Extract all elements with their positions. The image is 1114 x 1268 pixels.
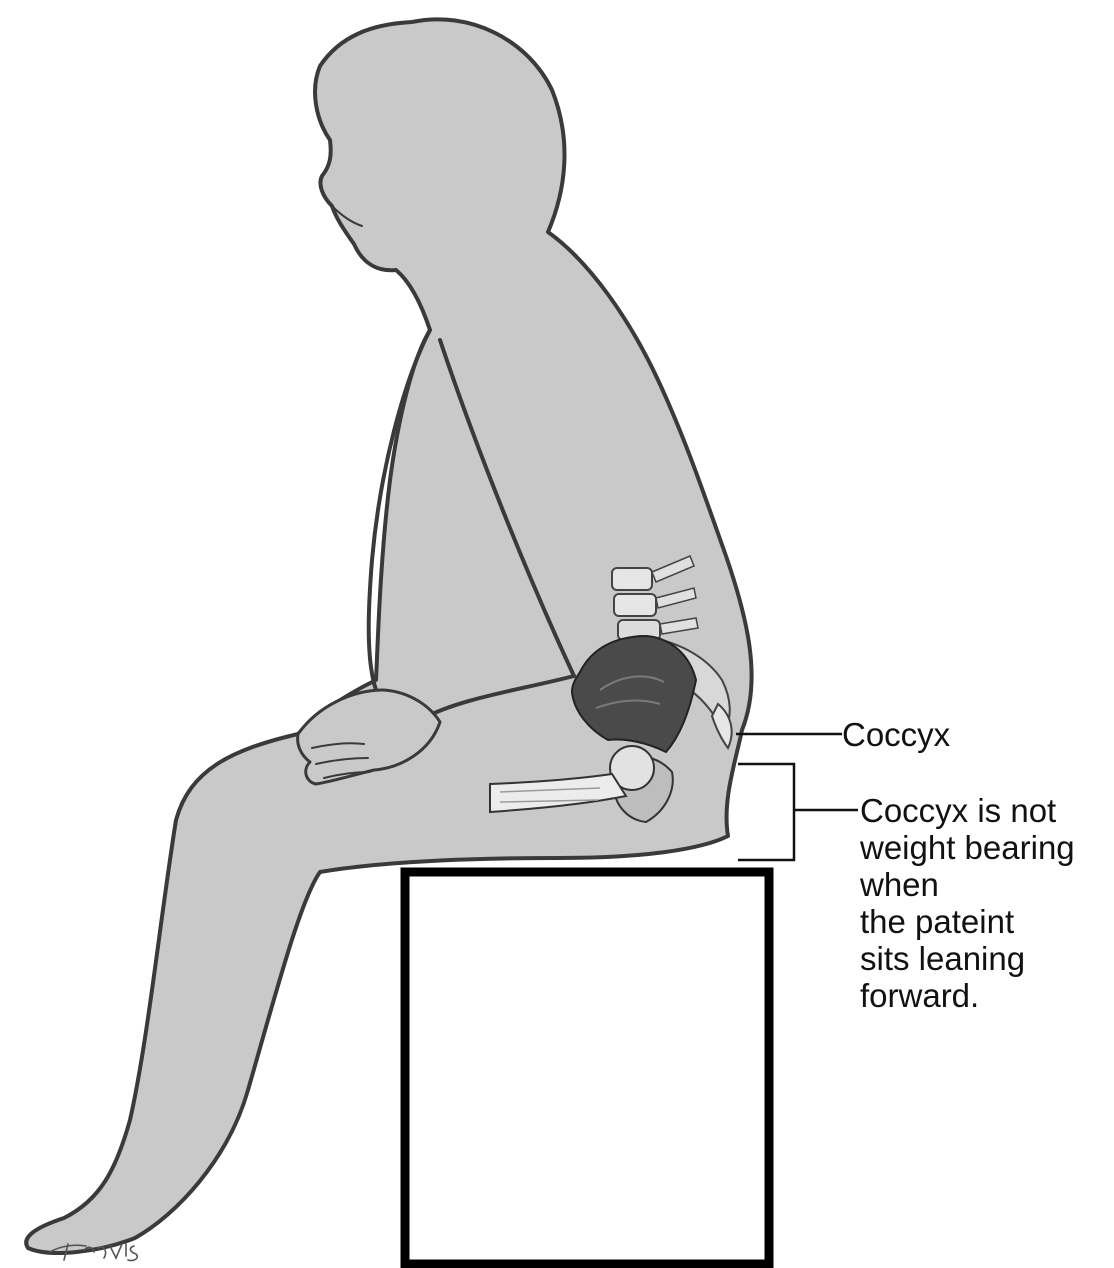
note-line: weight bearing	[860, 829, 1075, 866]
coccyx-note: Coccyx is not weight bearing when the pa…	[860, 792, 1075, 1014]
note-line: forward.	[860, 977, 1075, 1014]
coccyx-label: Coccyx	[842, 716, 950, 753]
note-line: sits leaning	[860, 940, 1075, 977]
seat-box	[405, 872, 769, 1264]
note-line: when	[860, 866, 1075, 903]
note-line: the pateint	[860, 903, 1075, 940]
note-line: Coccyx is not	[860, 792, 1075, 829]
bracket	[738, 764, 794, 860]
